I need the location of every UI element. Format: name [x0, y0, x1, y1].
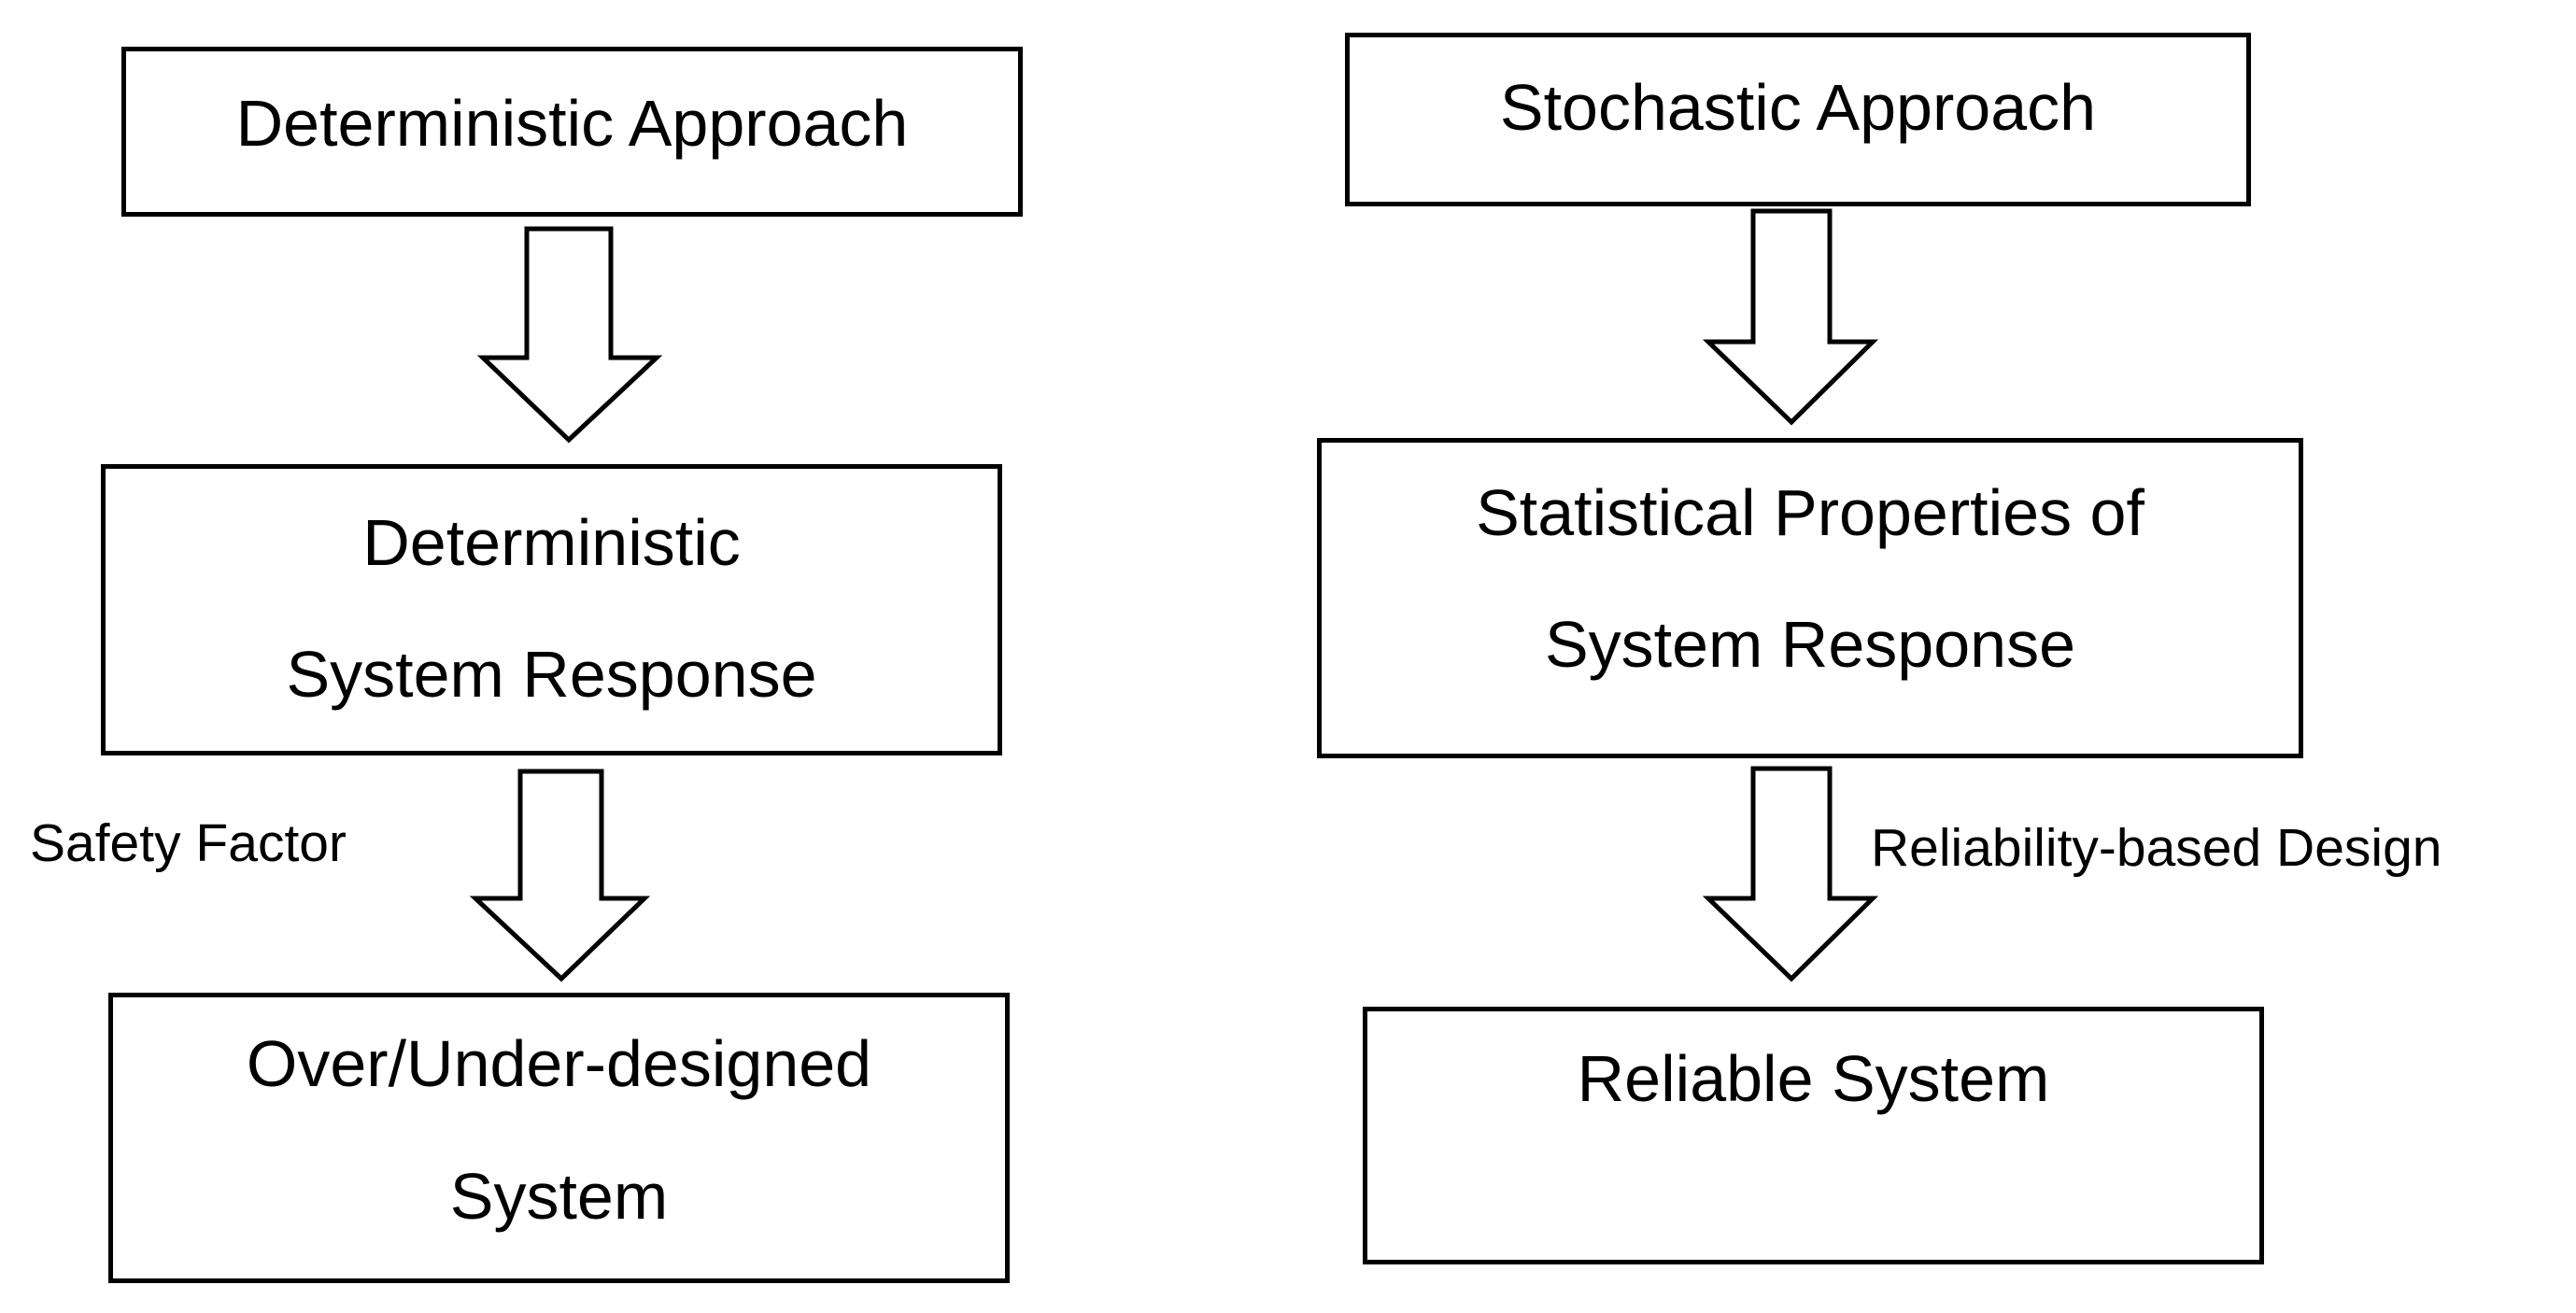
over-under-line1: Over/Under-designed	[246, 1027, 872, 1100]
stochastic-approach-box: Stochastic Approach	[1345, 33, 2251, 206]
deterministic-system-response-box: Deterministic System Response	[101, 464, 1002, 755]
arrow-response-to-system	[469, 769, 651, 982]
safety-factor-label: Safety Factor	[30, 813, 347, 873]
over-under-line2: System	[449, 1160, 669, 1233]
deterministic-approach-text: Deterministic Approach	[235, 87, 909, 160]
statistical-properties-line2: System Response	[1544, 608, 2076, 681]
deterministic-approach-box: Deterministic Approach	[121, 47, 1023, 217]
stochastic-approach-text: Stochastic Approach	[1499, 71, 2097, 144]
reliability-based-design-label: Reliability-based Design	[1871, 818, 2442, 878]
reliable-system-text: Reliable System	[1577, 1042, 2050, 1115]
deterministic-response-line1: Deterministic	[362, 506, 741, 579]
statistical-properties-box: Statistical Properties of System Respons…	[1317, 438, 2303, 758]
arrow-statistical-to-reliable	[1702, 766, 1879, 982]
deterministic-response-line2: System Response	[286, 638, 817, 711]
arrow-deterministic-to-response	[476, 226, 663, 444]
statistical-properties-line1: Statistical Properties of	[1476, 476, 2144, 549]
over-under-designed-system-box: Over/Under-designed System	[108, 993, 1010, 1283]
arrow-stochastic-to-statistical	[1702, 208, 1879, 426]
reliable-system-box: Reliable System	[1363, 1007, 2264, 1264]
